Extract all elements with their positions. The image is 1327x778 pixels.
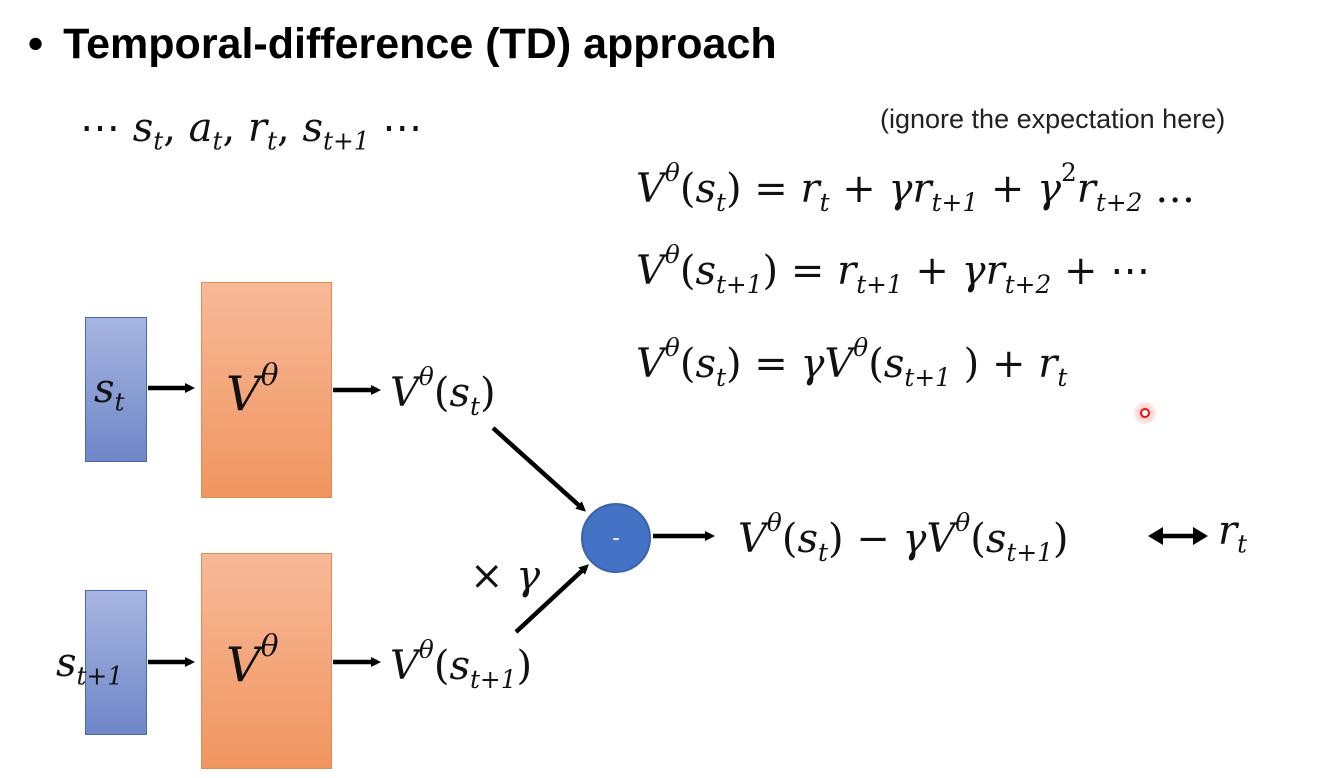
- equation-td-relation: Vθ(st) = γVθ(st+1 ) + rt: [636, 333, 1068, 392]
- network-bottom-label: Vθ: [226, 629, 279, 694]
- td-difference-expression: Vθ(st) − γVθ(st+1): [738, 508, 1069, 567]
- expectation-note: (ignore the expectation here): [880, 104, 1226, 134]
- arrow-output-top-to-minus: [491, 426, 586, 512]
- equation-value-expansion: Vθ(st) = rt + γrt+1 + γ2rt+2 …: [636, 158, 1196, 217]
- input-state-st1-box: [85, 590, 147, 735]
- slide-title: • Temporal-difference (TD) approach: [28, 20, 777, 69]
- gamma-scale-label: × γ: [470, 553, 541, 599]
- network-top-label: Vθ: [226, 358, 279, 423]
- equation-next-value-expansion: Vθ(st+1) = rt+1 + γrt+2 + ⋯: [636, 240, 1151, 299]
- subtract-node: -: [581, 503, 651, 573]
- input-state-st-label: st: [94, 366, 125, 417]
- bullet-icon: •: [28, 20, 44, 68]
- pointer-dot-icon: [1134, 402, 1156, 424]
- output-value-st1: Vθ(st+1): [390, 635, 533, 694]
- arrow-output-bottom-to-minus: [514, 564, 589, 634]
- value-network-top: [201, 282, 332, 498]
- trajectory-sequence: ⋯ st, at, rt, st+1 ⋯: [80, 105, 423, 156]
- title-text: Temporal-difference (TD) approach: [63, 20, 777, 68]
- input-state-st1-label: st+1: [56, 640, 124, 691]
- input-state-st-box: [85, 317, 147, 462]
- double-arrow-result-to-reward: [1148, 527, 1208, 545]
- value-network-bottom: [201, 553, 332, 769]
- output-value-st: Vθ(st): [390, 362, 496, 421]
- reward-target-label: rt: [1218, 508, 1248, 559]
